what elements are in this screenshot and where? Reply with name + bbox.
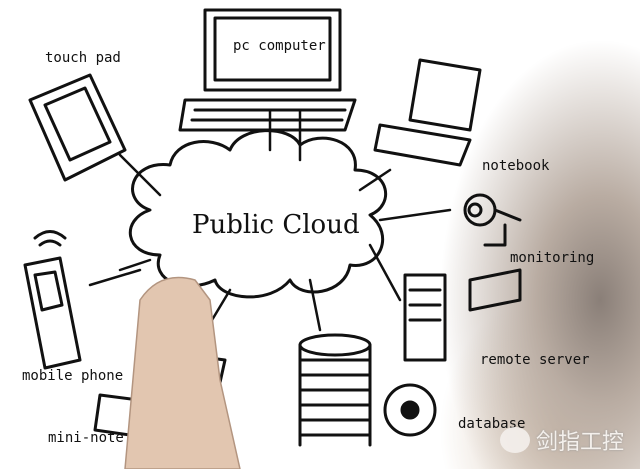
remote-server-icon bbox=[403, 268, 522, 362]
watermark-text: 剑指工控 bbox=[536, 430, 625, 455]
touch-pad-icon bbox=[28, 73, 127, 182]
label-remote-server: remote server bbox=[480, 352, 590, 368]
label-mobile-phone: mobile phone bbox=[22, 368, 124, 384]
label-pc-computer: pc computer bbox=[233, 38, 326, 54]
connection-arrows bbox=[88, 108, 452, 342]
monitoring-icon bbox=[463, 193, 522, 247]
watermark: 剑指工控 bbox=[500, 424, 624, 456]
hand-with-pen bbox=[124, 276, 241, 469]
wechat-icon bbox=[500, 427, 530, 453]
pc-computer-icon bbox=[178, 8, 357, 132]
label-mini-note: mini-note bbox=[48, 430, 124, 446]
label-touch-pad: touch pad bbox=[45, 50, 121, 66]
notebook-icon bbox=[373, 58, 482, 167]
label-notebook: notebook bbox=[482, 158, 550, 174]
public-cloud-title: Public Cloud bbox=[192, 210, 360, 240]
mobile-phone-icon bbox=[23, 230, 82, 370]
label-monitoring: monitoring bbox=[510, 250, 595, 266]
database-icon bbox=[298, 333, 437, 447]
